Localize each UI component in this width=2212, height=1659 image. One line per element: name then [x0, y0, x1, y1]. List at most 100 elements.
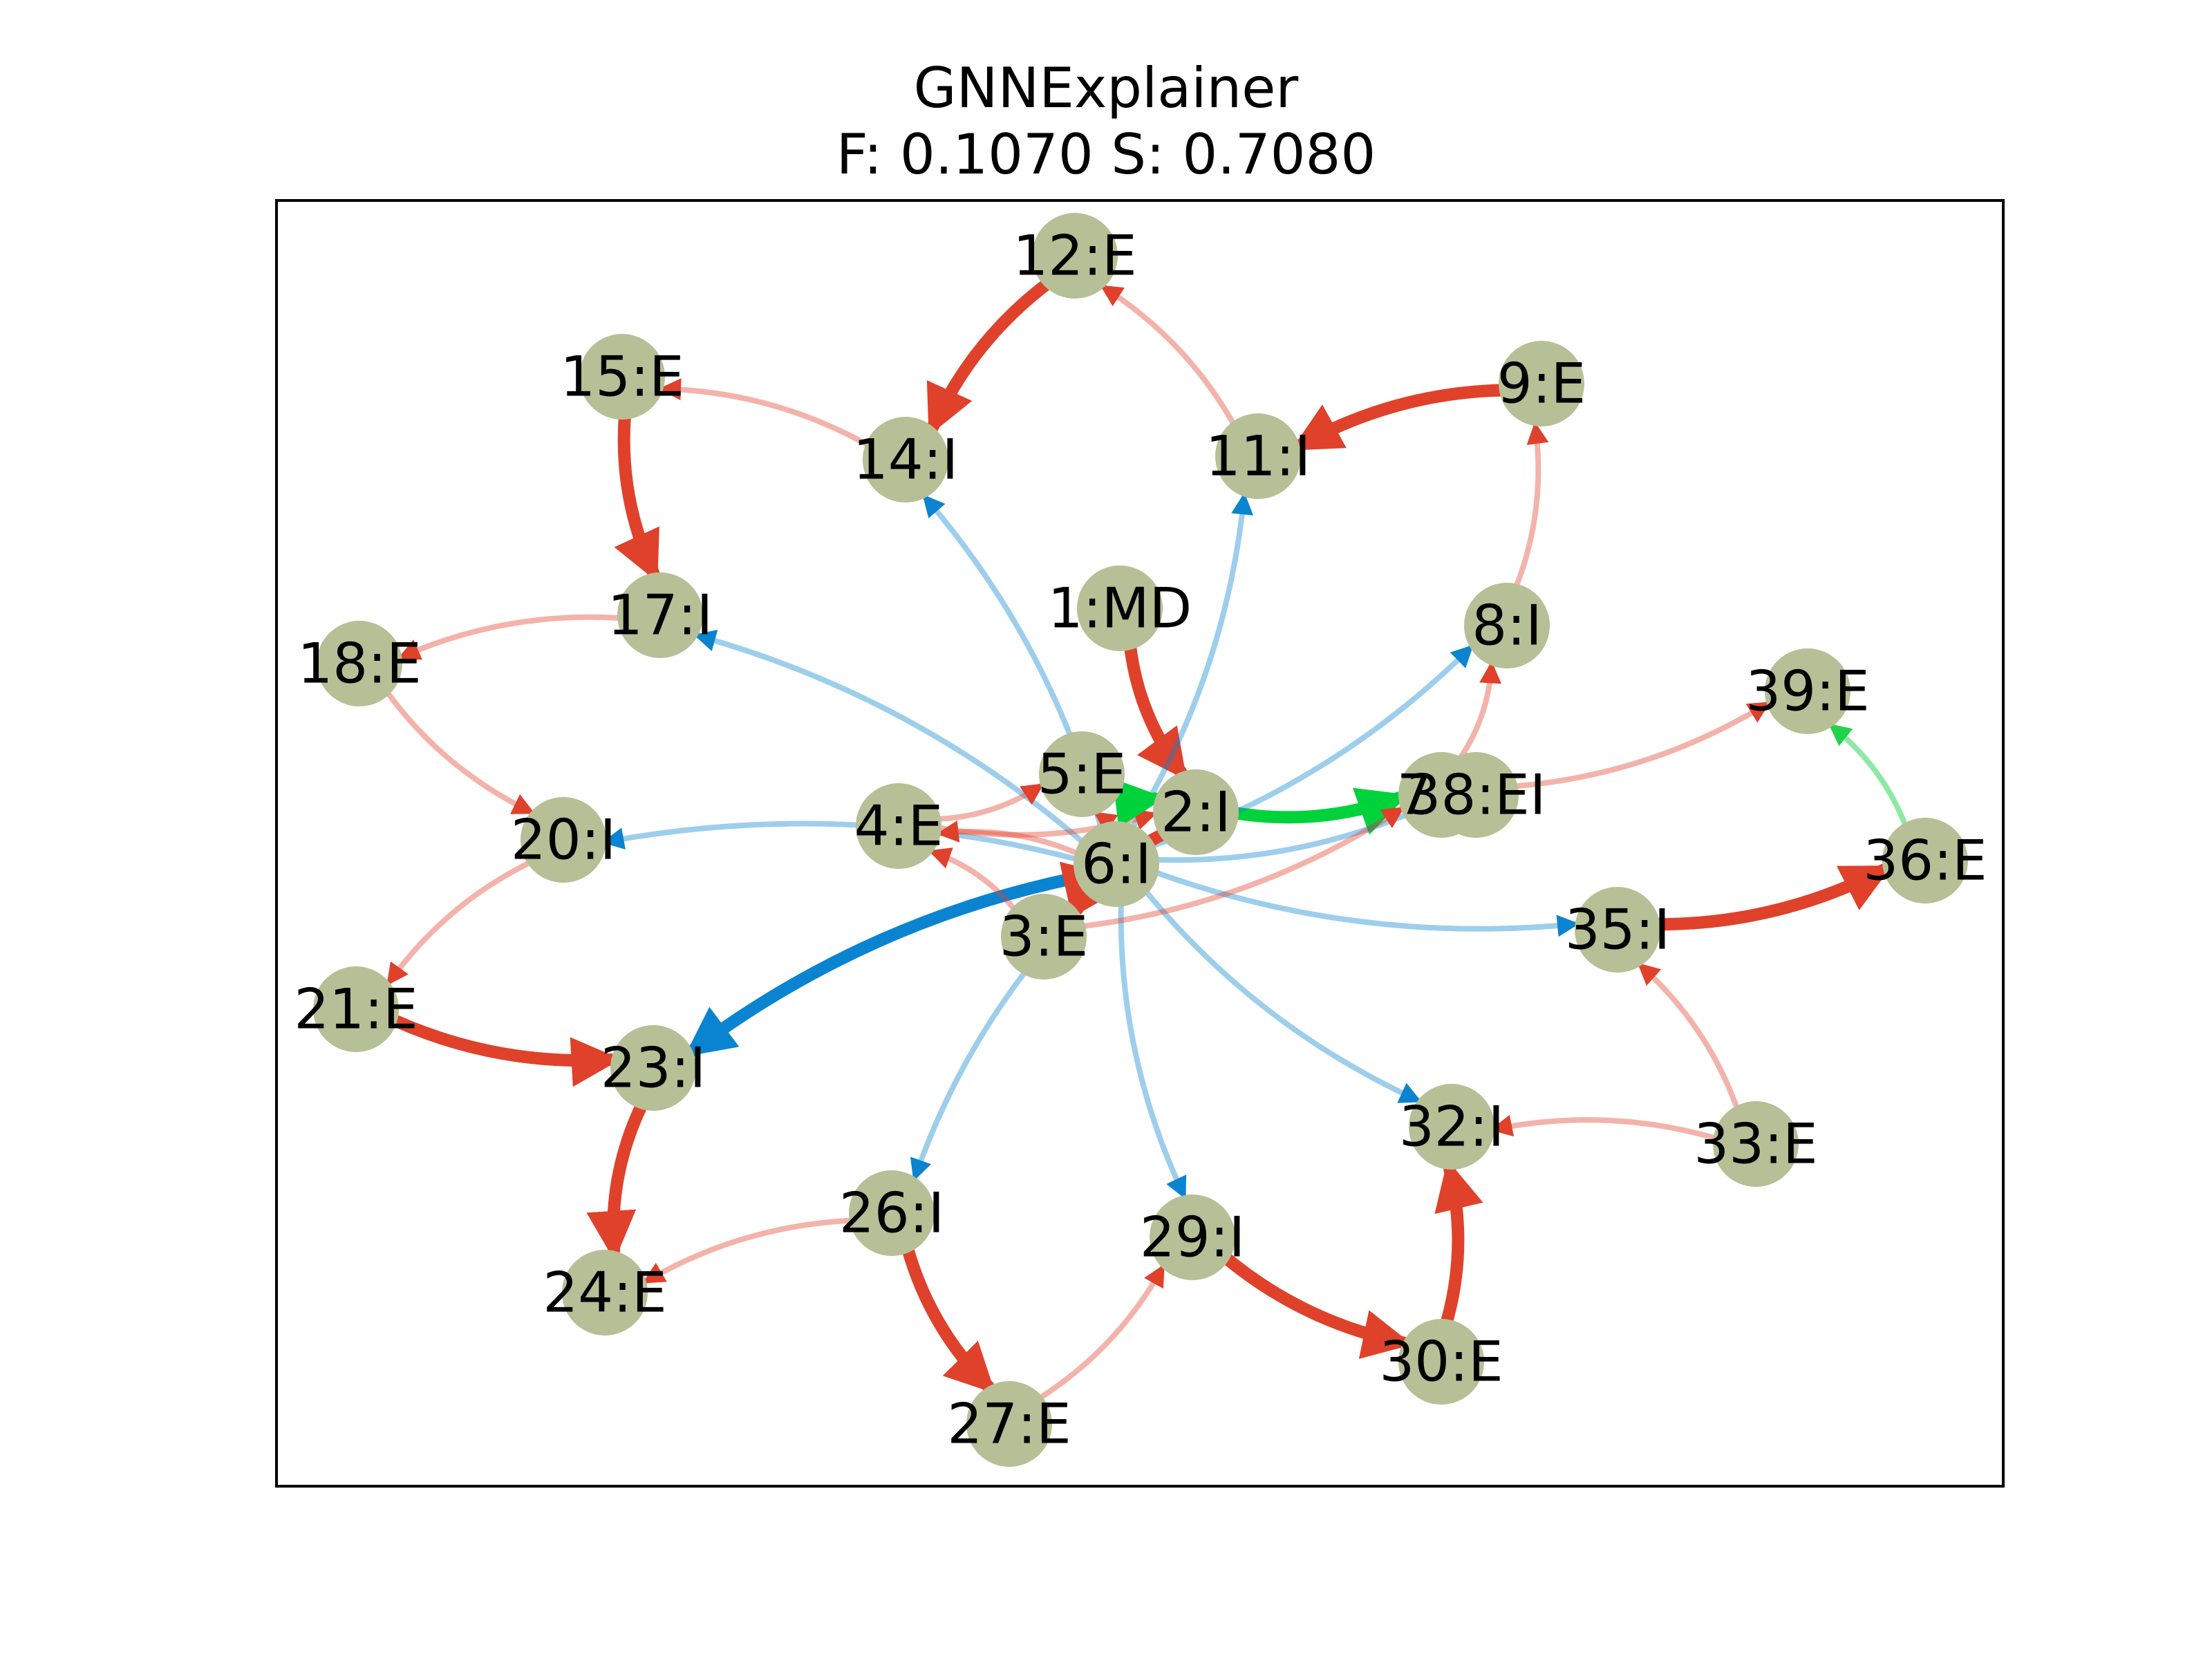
node-label: 27:E: [947, 1392, 1071, 1456]
edge-30-to-32: [1434, 1159, 1483, 1342]
node-circle: [610, 1025, 696, 1111]
edge-33-to-35: [1637, 962, 1745, 1125]
node-4: 4:E: [854, 783, 943, 869]
node-14: 14:I: [853, 417, 958, 503]
node-circle: [1074, 821, 1159, 907]
node-circle: [1032, 213, 1118, 299]
node-circle: [521, 797, 606, 883]
node-label: 14:I: [853, 428, 958, 492]
edge-3-to-7: [1065, 806, 1405, 931]
node-label: 4:E: [854, 794, 943, 859]
node-circle: [1882, 818, 1968, 903]
node-1: 1:MD: [1048, 565, 1192, 651]
node-label: 39:E: [1745, 659, 1869, 724]
node-label: 29:I: [1140, 1206, 1245, 1270]
node-label: 1:MD: [1048, 577, 1192, 641]
node-5: 5:E: [1038, 731, 1126, 817]
node-circle: [1039, 731, 1125, 817]
edge-6-to-17: [693, 630, 1097, 855]
node-label: 35:I: [1565, 898, 1670, 962]
node-11: 11:I: [1206, 413, 1311, 499]
node-circle: [1464, 583, 1550, 668]
node-18: 18:E: [297, 621, 422, 706]
node-label: 12:E: [1013, 224, 1136, 288]
node-circle: [1409, 1084, 1494, 1170]
edge-33-to-32: [1490, 1114, 1733, 1145]
node-label: 26:I: [839, 1181, 944, 1246]
edge-15-to-17: [614, 395, 660, 582]
node-circle: [1077, 565, 1163, 651]
node-circle: [1765, 648, 1850, 734]
node-label: 6:I: [1081, 832, 1151, 897]
edge-6-to-4: [936, 820, 1094, 863]
node-label: 8:I: [1472, 594, 1541, 658]
edge-8-to-9: [1508, 422, 1549, 603]
node-27: 27:E: [947, 1381, 1071, 1467]
node-32: 32:I: [1399, 1084, 1504, 1170]
node-33: 33:E: [1694, 1101, 1818, 1187]
edge-9-to-11: [1291, 384, 1523, 452]
node-12: 12:E: [1013, 213, 1137, 299]
node-label: 24:E: [543, 1261, 666, 1325]
node-circle: [579, 334, 665, 420]
node-9: 9:E: [1497, 341, 1586, 427]
title-block: GNNExplainer F: 0.1070 S: 0.7080: [0, 55, 2212, 188]
node-circle: [317, 621, 402, 706]
node-circle: [1499, 341, 1584, 427]
node-2: 2:I: [1153, 769, 1239, 855]
node-39: 39:E: [1745, 648, 1870, 734]
node-label: 11:I: [1206, 424, 1311, 489]
node-17: 17:I: [608, 572, 713, 658]
node-label: 9:E: [1497, 352, 1586, 416]
node-36: 36:E: [1863, 818, 1987, 903]
edge-2-to-7: [1215, 787, 1408, 835]
page-title: GNNExplainer: [913, 56, 1299, 120]
edge-23-to-24: [586, 1087, 655, 1261]
edge-38-to-39: [1497, 701, 1771, 790]
edge-27-to-29: [1024, 1264, 1165, 1409]
node-circle: [1153, 769, 1239, 855]
node-label: 18:E: [297, 632, 421, 696]
node-label: 38:EI: [1406, 763, 1546, 827]
node-circle: [1713, 1101, 1799, 1187]
node-21: 21:E: [294, 966, 418, 1052]
edge-6-to-20: [601, 821, 1094, 866]
node-circle: [1150, 1194, 1235, 1280]
node-26: 26:I: [839, 1170, 944, 1256]
node-8: 8:I: [1464, 583, 1550, 668]
edge-26-to-27: [898, 1229, 995, 1394]
node-label: 30:E: [1379, 1330, 1503, 1394]
node-circle: [313, 966, 399, 1052]
node-circle: [849, 1170, 935, 1256]
edge-29-to-30: [1209, 1242, 1413, 1359]
edge-14-to-15: [659, 378, 884, 456]
node-3: 3:E: [1000, 894, 1088, 980]
node-circle: [1398, 1319, 1484, 1405]
node-label: 2:I: [1161, 780, 1230, 845]
node-label: 33:E: [1694, 1112, 1817, 1177]
node-label: 32:I: [1399, 1095, 1504, 1159]
edge-6-to-23: [684, 868, 1099, 1057]
node-23: 23:I: [601, 1025, 706, 1111]
edge-20-to-21: [386, 853, 547, 986]
edge-11-to-12: [1100, 284, 1244, 440]
node-30: 30:E: [1379, 1319, 1503, 1405]
node-circle: [562, 1250, 648, 1335]
node-label: 21:E: [294, 977, 418, 1042]
edge-36-to-39: [1828, 723, 1913, 843]
edge-17-to-18: [397, 614, 638, 660]
node-circle: [617, 572, 703, 658]
node-circle: [863, 417, 948, 503]
node-label: 23:I: [601, 1036, 706, 1100]
edge-1-to-2: [1123, 626, 1188, 780]
node-24: 24:E: [543, 1250, 667, 1335]
node-label: 3:E: [1000, 905, 1088, 969]
edge-6-to-35: [1138, 864, 1580, 937]
node-circle: [1001, 894, 1087, 980]
node-label: 5:E: [1038, 742, 1126, 807]
edge-18-to-20: [376, 677, 535, 815]
node-label: 36:E: [1863, 829, 1987, 893]
node-20: 20:I: [511, 797, 616, 883]
node-circle: [856, 783, 941, 869]
